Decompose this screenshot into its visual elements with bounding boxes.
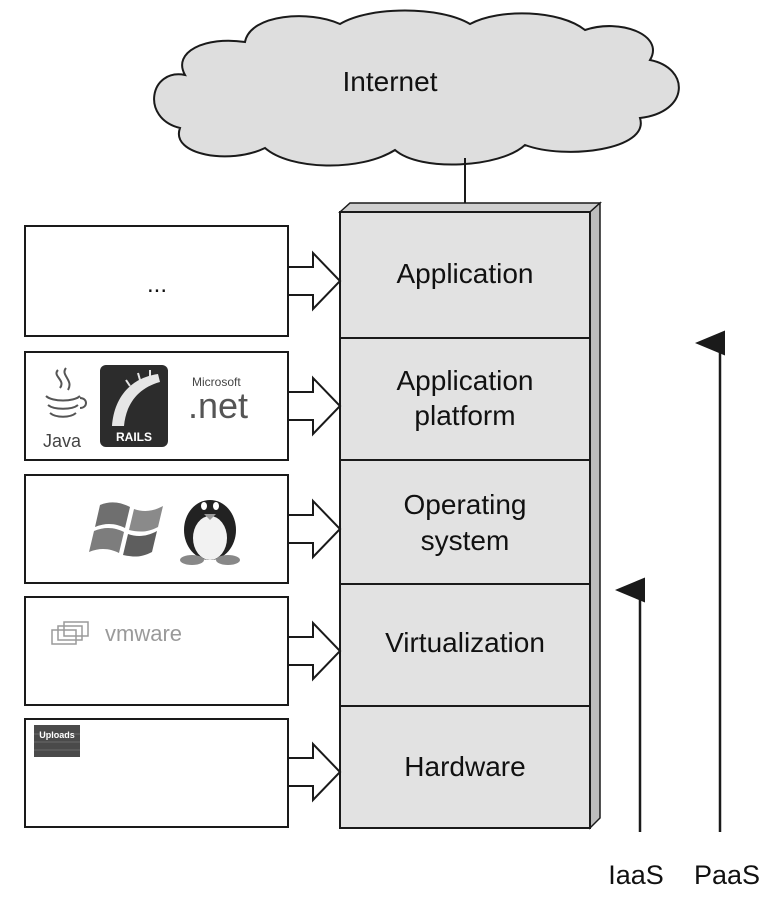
uploads-badge-text: Uploads <box>39 730 75 740</box>
arrow-virtualization <box>287 620 342 682</box>
layer-virtualization-label: Virtualization <box>385 627 545 658</box>
layer-virtualization: Virtualization <box>339 583 591 707</box>
layer-application-platform-label-line2: platform <box>414 400 515 431</box>
block-arrows <box>287 250 342 803</box>
layer-hardware: Hardware <box>339 705 591 829</box>
arrow-hardware <box>287 741 342 803</box>
arrow-operating-system <box>287 498 342 560</box>
layer-application-platform: Application platform <box>339 337 591 461</box>
vmware-logo: vmware <box>51 621 182 646</box>
layer-hardware-label: Hardware <box>404 751 525 782</box>
side-box-hardware: Uploads <box>24 718 289 828</box>
layer-application-platform-label-line1: Application <box>397 365 534 396</box>
stack-right-face <box>589 201 601 830</box>
layer-application-label: Application <box>397 258 534 289</box>
internet-label: Internet <box>343 66 438 97</box>
microsoft-dotnet-logo: Microsoft .net <box>188 375 248 426</box>
side-box-virtualization: vmware <box>24 596 289 706</box>
layer-operating-system-label-line1: Operating <box>404 489 527 520</box>
dotnet-text: .net <box>188 385 248 426</box>
paas-label: PaaS <box>694 860 760 890</box>
rails-logo-text: RAILS <box>116 430 152 444</box>
internet-cloud: Internet <box>153 9 680 167</box>
side-box-application-ellipsis: ... <box>147 271 167 298</box>
stack-top-face <box>338 202 602 213</box>
linux-tux-logo <box>180 500 240 565</box>
windows-logo <box>89 502 163 557</box>
side-box-operating-system <box>24 474 289 584</box>
java-logo-text: Java <box>43 431 82 451</box>
microsoft-text: Microsoft <box>192 375 241 389</box>
arrow-application-platform <box>287 375 342 437</box>
side-box-application: ... <box>24 225 289 337</box>
layer-stack: Application Application platform Operati… <box>338 201 602 830</box>
iaas-axis: IaaS <box>608 577 664 890</box>
layer-operating-system: Operating system <box>339 459 591 585</box>
vmware-text: vmware <box>105 621 182 646</box>
uploads-badge: Uploads <box>34 725 80 757</box>
iaas-label: IaaS <box>608 860 664 890</box>
layer-operating-system-label-line2: system <box>421 525 510 556</box>
side-box-application-platform: Java RAILS Microsoft .net <box>24 351 289 461</box>
rails-logo: RAILS <box>100 365 168 447</box>
layer-application: Application <box>339 211 591 339</box>
arrow-application <box>287 250 342 312</box>
cloud-shape <box>153 9 680 167</box>
java-logo: Java <box>43 367 87 451</box>
paas-axis: PaaS <box>694 330 760 890</box>
